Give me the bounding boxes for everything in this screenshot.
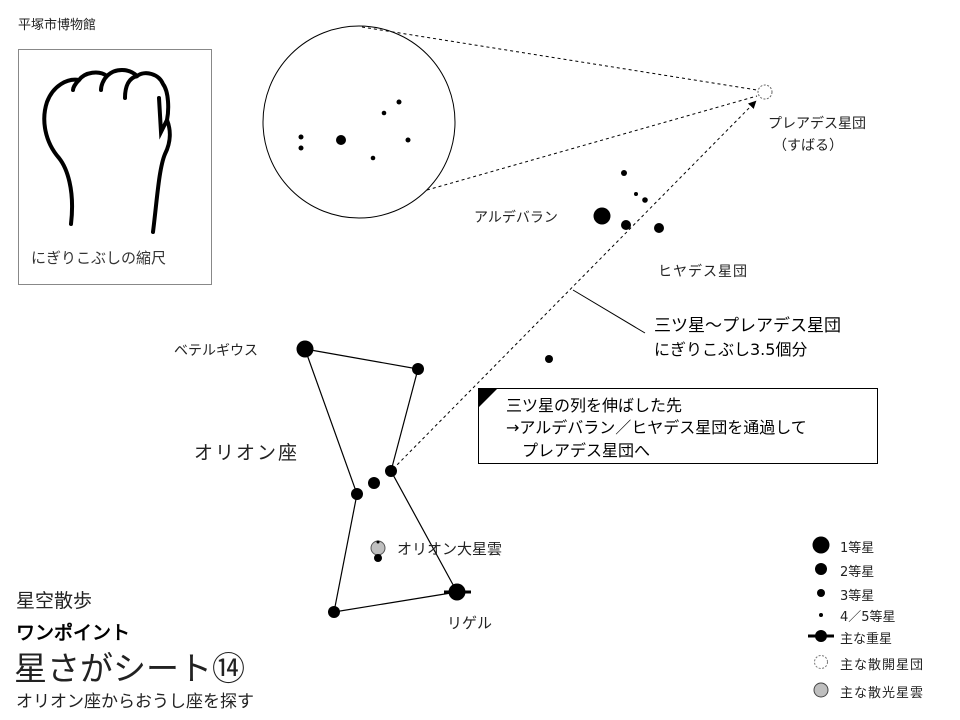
legend-label: 4／5等星 bbox=[840, 610, 896, 625]
zoom-guide-line bbox=[426, 95, 758, 191]
mag2-star-icon bbox=[815, 563, 827, 575]
legend-label: 3等星 bbox=[840, 589, 875, 604]
aldebaran-star bbox=[593, 207, 611, 225]
series-title: 星空散歩 bbox=[16, 590, 93, 612]
page-title: 星さがシート⑭ bbox=[14, 649, 245, 688]
fist-scale-panel: にぎりこぶしの縮尺 bbox=[18, 49, 212, 285]
description: オリオン座からおうし座を探す bbox=[16, 692, 254, 712]
mag1-star-icon bbox=[812, 536, 830, 554]
info-box-frame bbox=[478, 388, 878, 464]
orion-stars bbox=[296, 340, 471, 618]
legend-icons bbox=[808, 536, 834, 698]
fist-icon bbox=[42, 68, 172, 234]
betelgeuse-star bbox=[296, 340, 314, 358]
pleiades-zoom-circle bbox=[262, 25, 456, 219]
pleiades-stars-zoomed bbox=[298, 99, 411, 161]
legend-label: 1等星 bbox=[840, 541, 875, 556]
open-cluster-icon bbox=[814, 655, 828, 669]
belt-extension-arrow bbox=[392, 100, 757, 470]
museum-name: 平塚市博物館 bbox=[18, 18, 97, 33]
hyades-stars bbox=[593, 170, 664, 233]
info-box-line1: 三ツ星の列を伸ばした先 bbox=[506, 396, 683, 415]
legend-label: 主な散光星雲 bbox=[840, 686, 925, 701]
distance-note-line1: 三ツ星〜プレアデス星団 bbox=[654, 316, 841, 336]
mag45-star-icon bbox=[819, 613, 823, 617]
distance-note-line2: にぎりこぶし3.5個分 bbox=[654, 340, 808, 359]
legend-label: 2等星 bbox=[840, 565, 875, 580]
mag3-star-icon bbox=[817, 589, 825, 597]
label-pleiades-sub: （すばる） bbox=[773, 138, 843, 154]
info-box-line2: →アルデバラン／ヒヤデス星団を通過して bbox=[506, 418, 807, 437]
subtitle: ワンポイント bbox=[16, 622, 131, 644]
fist-caption: にぎりこぶしの縮尺 bbox=[31, 249, 167, 267]
nebula-icon bbox=[813, 682, 829, 698]
legend-label: 主な散開星団 bbox=[840, 658, 925, 673]
leader-line bbox=[572, 289, 646, 334]
legend-label: 主な重星 bbox=[840, 632, 893, 647]
info-box-line3: プレアデス星団へ bbox=[522, 441, 651, 460]
orion-lines bbox=[304, 348, 458, 613]
label-aldebaran: アルデバラン bbox=[474, 210, 558, 226]
zoom-guide-line bbox=[361, 26, 758, 91]
pleiades-cluster-icon bbox=[757, 84, 773, 100]
label-rigel: リゲル bbox=[447, 614, 493, 632]
label-hyades: ヒヤデス星団 bbox=[658, 264, 748, 280]
label-orion: オリオン座 bbox=[194, 442, 300, 464]
star bbox=[545, 355, 553, 363]
label-betelgeuse: ベテルギウス bbox=[174, 343, 258, 359]
label-pleiades: プレアデス星団 bbox=[768, 116, 866, 132]
label-orion-nebula: オリオン大星雲 bbox=[397, 540, 503, 558]
